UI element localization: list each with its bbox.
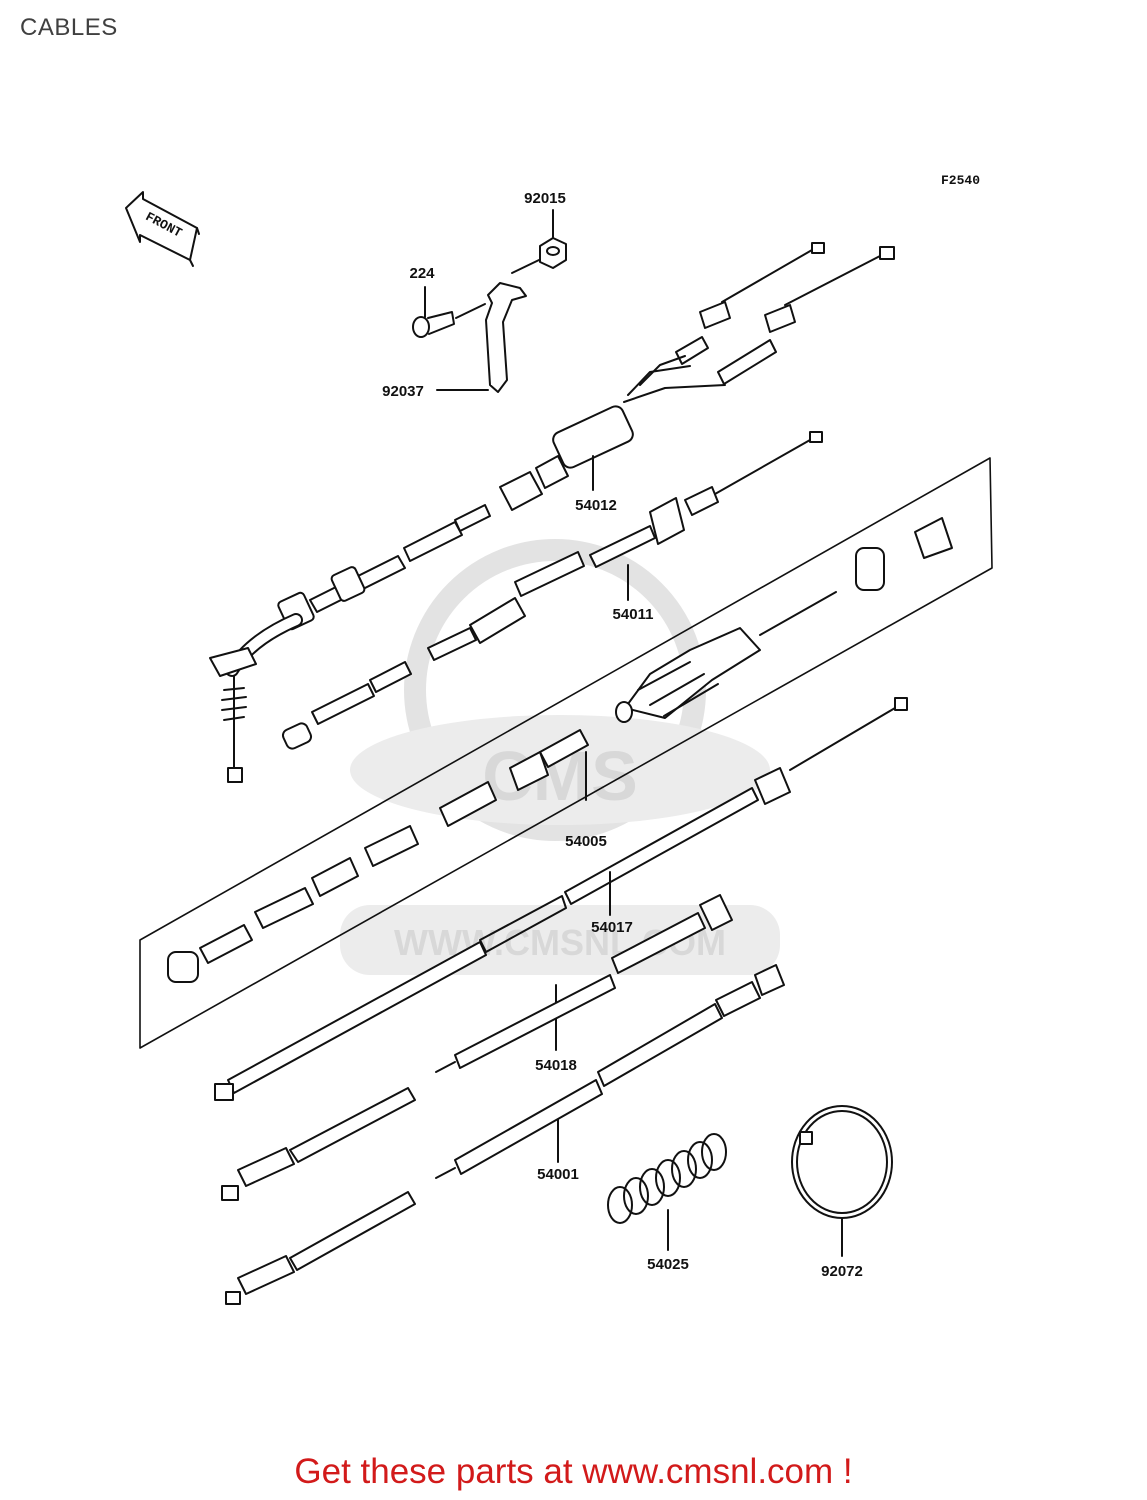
part-label: 92037 bbox=[382, 383, 424, 400]
kit-outline bbox=[139, 457, 993, 1049]
speedometer-cable-54018 bbox=[221, 894, 733, 1201]
figure-code: F2540 bbox=[941, 173, 980, 188]
tachometer-cable-54001 bbox=[225, 964, 785, 1305]
part-label: 92072 bbox=[821, 1263, 863, 1280]
coil-spring-54025 bbox=[607, 1133, 727, 1251]
hardware-group bbox=[412, 209, 567, 393]
clutch-cable-54017 bbox=[214, 697, 908, 1101]
part-label: 224 bbox=[409, 265, 435, 282]
throttle-cable-54012 bbox=[209, 242, 895, 783]
part-label: 54025 bbox=[647, 1256, 689, 1273]
throttle-cable-54011 bbox=[281, 431, 823, 750]
part-label: 54011 bbox=[613, 606, 654, 623]
choke-cable-54005 bbox=[167, 517, 953, 983]
shop-link[interactable]: Get these parts at www.cmsnl.com ! bbox=[294, 1452, 853, 1491]
part-label: 54018 bbox=[535, 1057, 577, 1074]
band-clamp-92072 bbox=[791, 1105, 893, 1257]
page-title: CABLES bbox=[20, 14, 118, 41]
part-label: 54012 bbox=[575, 497, 617, 514]
part-label: 54001 bbox=[537, 1166, 579, 1183]
part-label: 54005 bbox=[565, 833, 607, 850]
front-arrow-icon bbox=[125, 191, 200, 267]
parts-diagram: CMS WWW.CMSNL.COM bbox=[125, 173, 993, 1305]
part-label: 92015 bbox=[524, 190, 566, 207]
part-label: 54017 bbox=[591, 919, 633, 936]
